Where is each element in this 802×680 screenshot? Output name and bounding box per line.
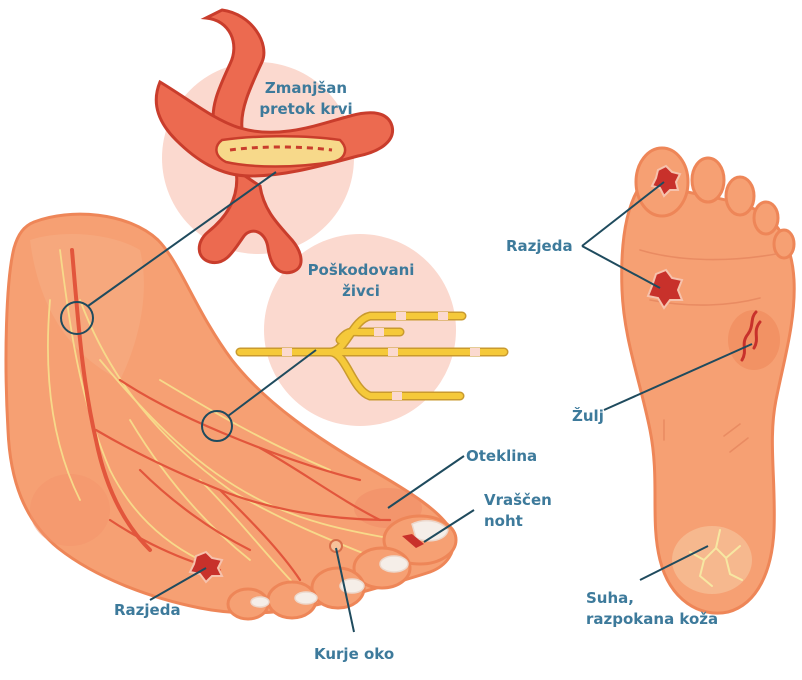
heel-dry-area (672, 526, 752, 594)
sole-foot (622, 148, 795, 613)
label-callus: Žulj (572, 406, 604, 427)
label-swelling: Oteklina (466, 446, 537, 467)
label-ulcer-right: Razjeda (506, 236, 573, 257)
sole-toe-3 (726, 177, 754, 215)
pointer-swelling (388, 456, 464, 508)
label-corn: Kurje oko (314, 644, 394, 665)
label-reduced-blood-flow: Zmanjšan pretok krvi (248, 78, 364, 120)
label-ulcer-left: Razjeda (114, 600, 181, 621)
nail-5 (251, 597, 269, 607)
heel-blush (30, 474, 110, 546)
nail-4 (295, 592, 317, 604)
label-dry-skin: Suha, razpokana koža (586, 588, 718, 630)
nail-2 (380, 556, 408, 572)
sole-toe-2 (692, 158, 724, 202)
blood-vessel (156, 10, 392, 273)
sole-toe-5 (774, 230, 794, 258)
vessel-plaque (216, 136, 345, 166)
sole-toe-4 (754, 202, 778, 234)
label-damaged-nerves: Poškodovani živci (306, 260, 416, 302)
label-ingrown-nail: Vraščen noht (484, 490, 552, 532)
